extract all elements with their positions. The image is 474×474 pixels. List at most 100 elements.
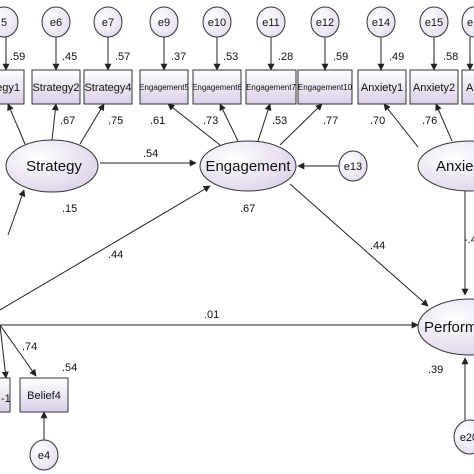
error-circle xyxy=(29,439,59,471)
indicator-label: Engagement5 xyxy=(139,83,189,92)
coef-r-engagement6: .53 xyxy=(223,51,238,63)
error-circle xyxy=(366,6,396,38)
latent-strategy: Strategy xyxy=(5,139,99,193)
observed-engagement10: Engagement10 xyxy=(297,69,353,105)
error-circle xyxy=(93,6,123,38)
indicator-label: Anxiety1 xyxy=(361,82,403,94)
latent-anxiety: Anxie xyxy=(417,140,474,192)
indicator-box xyxy=(461,69,474,105)
latent-nodes: Strategy Engagement Anxie Performa xyxy=(5,139,474,356)
coef-r-engagement10: .59 xyxy=(333,51,348,63)
error-label: e11 xyxy=(262,17,280,29)
coef-l-belief-left: -1 xyxy=(1,393,11,405)
coef-l-strategy4: .75 xyxy=(108,115,123,127)
observed-engagement7: Engagement7 xyxy=(245,69,297,105)
error-node-e9: e9 xyxy=(149,6,179,38)
error-circle xyxy=(149,6,179,38)
indicator-box xyxy=(297,69,353,105)
edge-engagement-engagement6 xyxy=(219,103,239,142)
coef-l-anxiety1: .70 xyxy=(370,115,385,127)
indicator-box xyxy=(357,69,407,105)
error-label: e xyxy=(467,17,473,29)
latent-label: Strategy xyxy=(26,158,82,175)
coef-r-strategy4: .57 xyxy=(115,51,130,63)
error-node-e5: 5 xyxy=(0,6,19,38)
coef-l-engagement5: .61 xyxy=(150,115,165,127)
error-edges xyxy=(2,37,474,71)
coef-r-anxiety1: .49 xyxy=(389,51,404,63)
error-circle xyxy=(41,6,71,38)
indicator-box xyxy=(31,69,81,105)
indicator-label: Engagement7 xyxy=(246,83,296,92)
coef-r-engagement5: .37 xyxy=(171,51,186,63)
latent-ellipse xyxy=(417,298,474,356)
loading-edges xyxy=(7,103,453,148)
edge-engagement-engagement10 xyxy=(279,103,323,146)
structural-edges xyxy=(0,159,469,440)
coef-l-engagement6: .73 xyxy=(203,115,218,127)
indicator-label: A xyxy=(466,82,474,94)
observed-engagement6: Engagement6 xyxy=(192,69,242,105)
error-node-e6: e6 xyxy=(41,6,71,38)
indicator-label: Belief4 xyxy=(27,390,61,402)
error-circle xyxy=(202,6,232,38)
error-label: e15 xyxy=(425,17,443,29)
observed-strategy4: Strategy4 xyxy=(83,69,133,105)
coef-path-strategy-engagement: .54 xyxy=(143,148,158,160)
observed-strategy2: Strategy2 xyxy=(31,69,81,105)
error-node-e4: e4 xyxy=(29,439,59,471)
error-node-e13: e13 xyxy=(338,150,368,182)
edge-engagement-engagement5 xyxy=(167,103,221,146)
indicator-label: Anxiety2 xyxy=(413,82,455,94)
latent-label: Anxie xyxy=(436,158,474,175)
observed-anxiety3: A xyxy=(461,69,474,105)
observed-nodes: ategy1 Strategy2 Strategy4 Engagement5 E… xyxy=(0,69,474,105)
coef-r2-strategy: .15 xyxy=(62,203,77,215)
coef-r-belief4: .54 xyxy=(62,362,77,374)
edge-engagement-engagement7 xyxy=(257,103,272,142)
error-node-e20: e20 xyxy=(453,419,474,455)
edge-anxiety-anxiety1 xyxy=(383,103,419,148)
observed-strategy1: ategy1 xyxy=(0,69,25,105)
error-node-e7: e7 xyxy=(93,6,123,38)
coef-l-anxiety2: .76 xyxy=(422,115,437,127)
error-node-e-top-right: e xyxy=(461,6,474,38)
observed-anxiety2: Anxiety2 xyxy=(409,69,459,105)
indicator-box xyxy=(0,377,11,413)
latent-label: Engagement xyxy=(205,158,291,175)
coef-path-belief-performance: .01 xyxy=(204,309,219,321)
coef-path-anxiety-performance: -.4 xyxy=(464,234,474,246)
indicator-label: Engagement6 xyxy=(192,83,242,92)
error-circle xyxy=(310,6,340,38)
coef-l-belief4: .74 xyxy=(22,341,37,353)
indicator-box xyxy=(83,69,133,105)
error-circle xyxy=(338,150,368,182)
error-circle xyxy=(461,6,474,38)
error-label: e20 xyxy=(460,432,474,444)
edge-belief-engagement xyxy=(0,185,211,311)
latent-ellipse xyxy=(417,140,474,192)
coef-r-strategy2: .45 xyxy=(62,51,77,63)
coef-r2-engagement: .67 xyxy=(240,203,255,215)
error-nodes: 5 e6 e7 e9 e10 e11 e12 e14 xyxy=(0,6,474,38)
edge-strategy-strategy1 xyxy=(7,103,26,145)
indicator-label: ategy1 xyxy=(0,82,20,94)
coef-r-strategy1: .59 xyxy=(10,51,25,63)
observed-belief-left xyxy=(0,377,11,413)
edge-belief-left-indicator xyxy=(0,324,9,379)
coef-l-engagement10: .77 xyxy=(323,115,338,127)
indicator-box xyxy=(192,69,242,105)
indicator-label: Strategy2 xyxy=(32,82,79,94)
indicator-box xyxy=(19,377,69,413)
indicator-box xyxy=(139,69,189,105)
error-label: e4 xyxy=(38,450,50,462)
error-node-e10: e10 xyxy=(202,6,232,38)
indicator-box xyxy=(409,69,459,105)
error-label: e10 xyxy=(208,17,226,29)
error-circle xyxy=(419,6,449,38)
error-label: e7 xyxy=(102,17,114,29)
coef-l-engagement7: .53 xyxy=(272,115,287,127)
coef-path-belief-engagement: .44 xyxy=(108,249,123,261)
edge-incoming-strategy xyxy=(7,189,26,236)
